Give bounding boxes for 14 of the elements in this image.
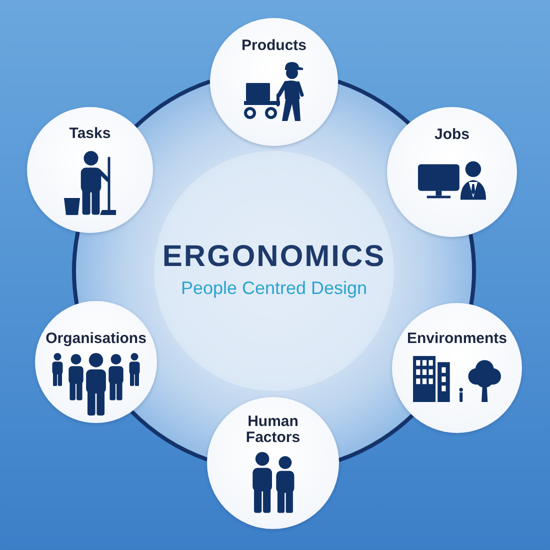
topic-label: Jobs bbox=[434, 127, 470, 143]
topic-label: Human Factors bbox=[244, 414, 302, 446]
topic-label: Organisations bbox=[46, 331, 146, 347]
heading: ERGONOMICS bbox=[162, 240, 386, 274]
ring-arc bbox=[72, 232, 80, 304]
topic-label: Environments bbox=[406, 331, 508, 347]
tagline: People Centred Design bbox=[180, 276, 368, 298]
ring-arc bbox=[337, 80, 410, 125]
topic-label: Tasks bbox=[69, 126, 111, 142]
ring-arc bbox=[468, 234, 476, 305]
topic-label: Products bbox=[241, 38, 306, 54]
ring-arc bbox=[338, 414, 414, 462]
ring-arc bbox=[134, 80, 211, 128]
ring-arc bbox=[130, 410, 208, 462]
